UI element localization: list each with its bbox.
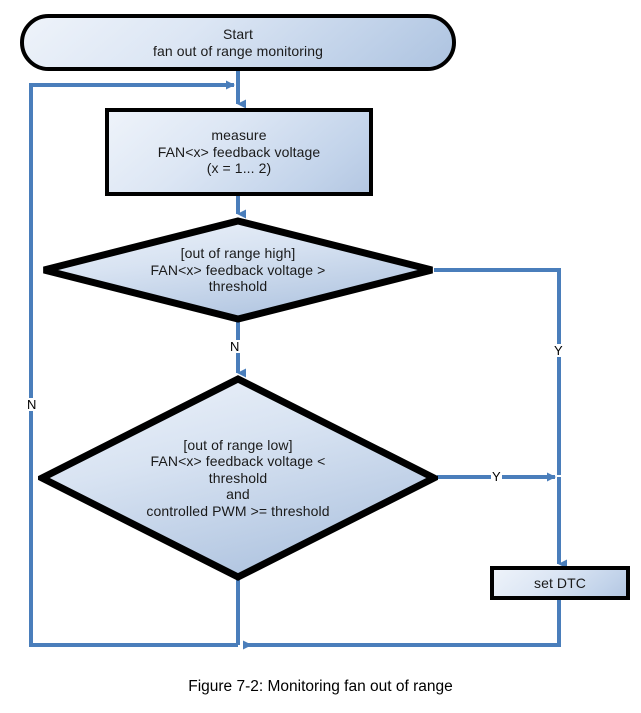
node-measure-label: measure FAN<x> feedback voltage (x = 1..… (157, 127, 321, 177)
node-set-dtc[interactable]: set DTC (490, 566, 630, 600)
node-start[interactable]: Start fan out of range monitoring (20, 14, 456, 71)
node-out-of-range-low[interactable]: [out of range low] FAN<x> feedback volta… (38, 375, 438, 581)
node-out-of-range-high-label: [out of range high] FAN<x> feedback volt… (150, 245, 326, 295)
edge-label-high-yes: Y (553, 343, 564, 358)
node-measure[interactable]: measure FAN<x> feedback voltage (x = 1..… (105, 108, 373, 196)
figure-caption: Figure 7-2: Monitoring fan out of range (188, 678, 453, 695)
node-out-of-range-low-label: [out of range low] FAN<x> feedback volta… (146, 436, 330, 519)
edge-label-high-no: N (229, 339, 241, 354)
node-set-dtc-label: set DTC (533, 574, 587, 591)
edge-set-dtc-return (243, 600, 561, 650)
edge-loop-back-to-measure (29, 80, 238, 647)
node-start-label: Start fan out of range monitoring (152, 25, 324, 59)
edge-label-low-yes: Y (491, 469, 502, 484)
decision-high-shape (43, 217, 433, 323)
edge-high-yes-to-dtc (434, 268, 561, 475)
node-out-of-range-high[interactable]: [out of range high] FAN<x> feedback volt… (40, 217, 436, 323)
decision-low-shape (38, 375, 438, 581)
edge-label-low-no: N (26, 397, 38, 412)
